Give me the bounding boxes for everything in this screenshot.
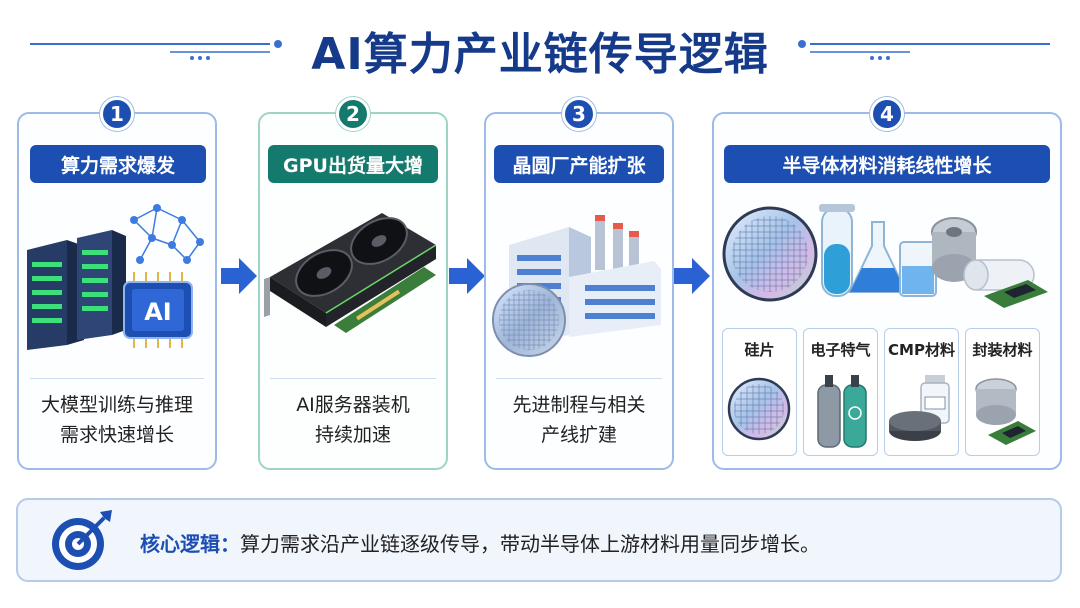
divider-1 [30,378,204,379]
step-title-2: GPU出货量大增 [268,145,438,183]
step-title-1: 算力需求爆发 [30,145,206,183]
materials-icon [722,196,1052,316]
step-caption-3-line1: 先进制程与相关 [484,390,674,420]
divider-3 [496,378,662,379]
server-ai-chip-icon: AI [22,200,212,360]
title-row: AI算力产业链传导逻辑 [0,14,1080,74]
material-label: 电子特气 [804,339,877,360]
arrow-right-icon [674,256,710,296]
core-logic-key: 核心逻辑： [140,532,240,556]
step-number-4: 4 [870,97,904,131]
material-item-wafer: 硅片 [722,328,797,456]
gpu-card-icon [264,205,444,355]
material-label: 封装材料 [966,339,1039,360]
package-icon [966,369,1041,453]
target-icon [46,506,116,576]
step-caption-2: AI服务器装机 持续加速 [258,390,448,450]
gas-cylinder-icon [804,369,879,453]
material-item-gas: 电子特气 [803,328,878,456]
step-caption-2-line1: AI服务器装机 [258,390,448,420]
core-logic-body: 算力需求沿产业链逐级传导，带动半导体上游材料用量同步增长。 [240,532,820,556]
step-caption-1-line2: 需求快速增长 [17,420,217,450]
step-number-3: 3 [562,97,596,131]
step-caption-3: 先进制程与相关 产线扩建 [484,390,674,450]
divider-2 [270,378,436,379]
step-title-4: 半导体材料消耗线性增长 [724,145,1050,183]
step-caption-2-line2: 持续加速 [258,420,448,450]
step-number-1: 1 [100,97,134,131]
arrow-right-icon [449,256,485,296]
cmp-pad-icon [885,369,960,453]
arrow-right-icon [221,256,257,296]
step-title-3: 晶圆厂产能扩张 [494,145,664,183]
material-label: CMP材料 [885,339,958,360]
wafer-icon [723,369,798,453]
material-item-package: 封装材料 [965,328,1040,456]
ai-chip-label: AI [144,298,172,326]
step-caption-3-line2: 产线扩建 [484,420,674,450]
material-item-cmp: CMP材料 [884,328,959,456]
step-caption-1: 大模型训练与推理 需求快速增长 [17,390,217,450]
page-title: AI算力产业链传导逻辑 [0,18,1080,82]
step-number-2: 2 [336,97,370,131]
factory-wafer-icon [489,205,669,360]
material-label: 硅片 [723,339,796,360]
core-logic-panel: 核心逻辑：算力需求沿产业链逐级传导，带动半导体上游材料用量同步增长。 [16,498,1062,582]
core-logic-text: 核心逻辑：算力需求沿产业链逐级传导，带动半导体上游材料用量同步增长。 [140,528,820,557]
step-caption-1-line1: 大模型训练与推理 [17,390,217,420]
